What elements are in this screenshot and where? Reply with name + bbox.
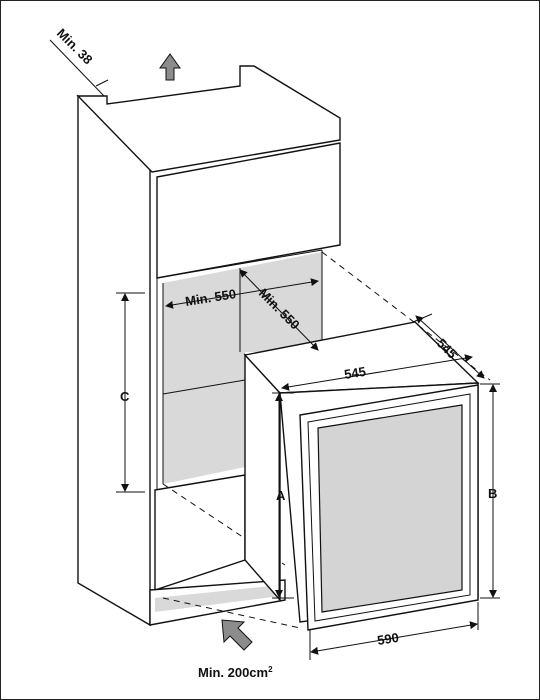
label-b: B [488, 486, 497, 501]
appliance-door [299, 384, 479, 631]
arrow-up-icon [159, 53, 181, 81]
lower-plinth [149, 474, 286, 626]
label-590: 590 [376, 630, 400, 648]
arrow-diagonal-icon [221, 619, 253, 651]
label-545-width: 545 [343, 364, 367, 382]
cabinet-side-panel [77, 94, 151, 627]
label-c: C [120, 389, 130, 404]
label-min-38: Min. 38 [54, 26, 96, 68]
dimension-lines [49, 39, 500, 660]
label-a: A [276, 488, 286, 503]
upper-cabinet-front [156, 142, 341, 279]
label-min-vent: Min. 200cm2 [198, 665, 273, 680]
cabinet-top [76, 65, 341, 173]
